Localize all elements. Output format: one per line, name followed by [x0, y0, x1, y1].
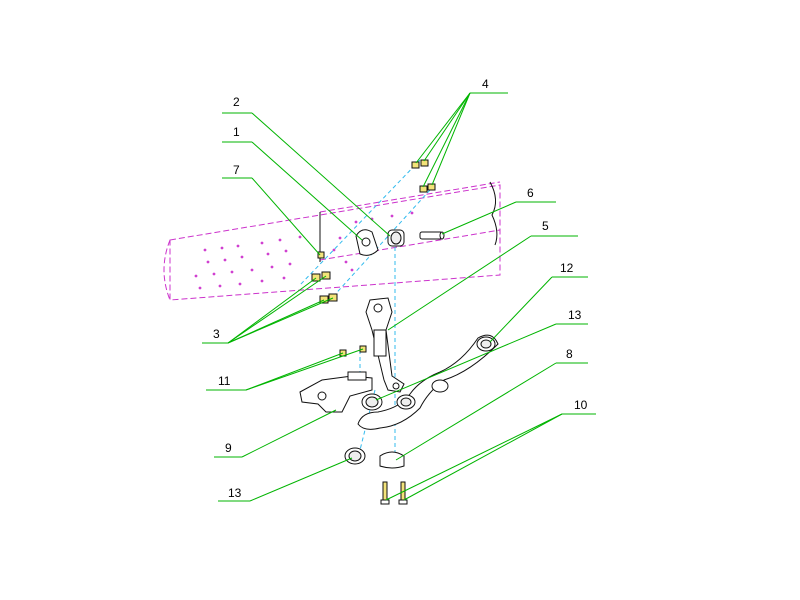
frame-hole [198, 286, 202, 290]
frame-hole [282, 276, 286, 280]
frame-hole [240, 255, 244, 259]
callout-6: 6 [441, 186, 556, 235]
frame-hole [250, 268, 254, 272]
part-13-bushing-upper [361, 393, 383, 411]
frame-hole [350, 268, 354, 272]
part-7-nut [317, 251, 325, 259]
frame-mounting-holes [194, 211, 414, 290]
callout-4: 4 [415, 77, 508, 188]
part-2-bushing [387, 229, 405, 247]
callout-1-label: 1 [233, 125, 240, 139]
frame-hole [260, 279, 264, 283]
frame-hole [194, 274, 198, 278]
callout-3: 3 [202, 275, 334, 344]
callout-7: 7 [222, 163, 321, 256]
callout-2-label: 2 [233, 95, 240, 109]
part-11-nuts [339, 345, 367, 357]
part-1-bracket [355, 229, 379, 256]
part-6-pin [419, 231, 445, 240]
callout-9: 9 [214, 409, 337, 458]
part-8-clamp [379, 451, 405, 469]
frame-hole [338, 236, 342, 240]
callout-13-lower-label: 13 [228, 486, 242, 500]
frame-hole [260, 241, 264, 245]
frame-hole [238, 282, 242, 286]
part-12-swing-arm [357, 334, 499, 430]
callout-5-label: 5 [542, 219, 549, 233]
callout-7-label: 7 [233, 163, 240, 177]
frame-hole [236, 244, 240, 248]
frame-hole [344, 260, 348, 264]
frame-hole [390, 214, 394, 218]
frame-hole [298, 235, 302, 239]
part-4-nuts [411, 159, 436, 193]
callout-12-label: 12 [560, 261, 574, 275]
frame-hole [220, 246, 224, 250]
frame-hole [266, 252, 270, 256]
frame-hole [218, 284, 222, 288]
frame-hole [206, 260, 210, 264]
callout-11-label: 11 [218, 374, 231, 388]
callout-8-label: 8 [566, 347, 573, 361]
frame-hole [223, 258, 227, 262]
frame-hole [354, 220, 358, 224]
frame-hole [270, 265, 274, 269]
part-3-nuts [311, 271, 338, 304]
part-10-bolts [380, 481, 408, 505]
callout-1: 1 [222, 125, 363, 241]
frame-hole [230, 270, 234, 274]
callout-13-upper-label: 13 [568, 308, 582, 322]
frame-hole [284, 249, 288, 253]
frame-hole [278, 238, 282, 242]
callout-2: 2 [222, 95, 391, 237]
callout-6-label: 6 [527, 186, 534, 200]
callout-4-label: 4 [482, 77, 489, 91]
frame-hole [212, 272, 216, 276]
callout-13-upper: 13 [375, 308, 588, 401]
callout-3-label: 3 [213, 327, 220, 341]
frame-hole [203, 248, 207, 252]
callout-11: 11 [206, 348, 364, 391]
part-9-bracket [299, 371, 373, 413]
frame-hole [410, 211, 414, 215]
callout-10: 10 [385, 398, 596, 501]
callout-12: 12 [489, 261, 588, 343]
callout-5: 5 [387, 219, 578, 331]
frame-hole [332, 248, 336, 252]
part-13-bushing-lower [344, 447, 366, 465]
frame-rail [163, 181, 501, 301]
callout-9-label: 9 [225, 441, 232, 455]
callout-10-label: 10 [574, 398, 588, 412]
callout-13-lower: 13 [218, 457, 353, 502]
callout-8: 8 [395, 347, 588, 461]
part-5-link-rod [365, 297, 405, 393]
frame-hole [288, 262, 292, 266]
